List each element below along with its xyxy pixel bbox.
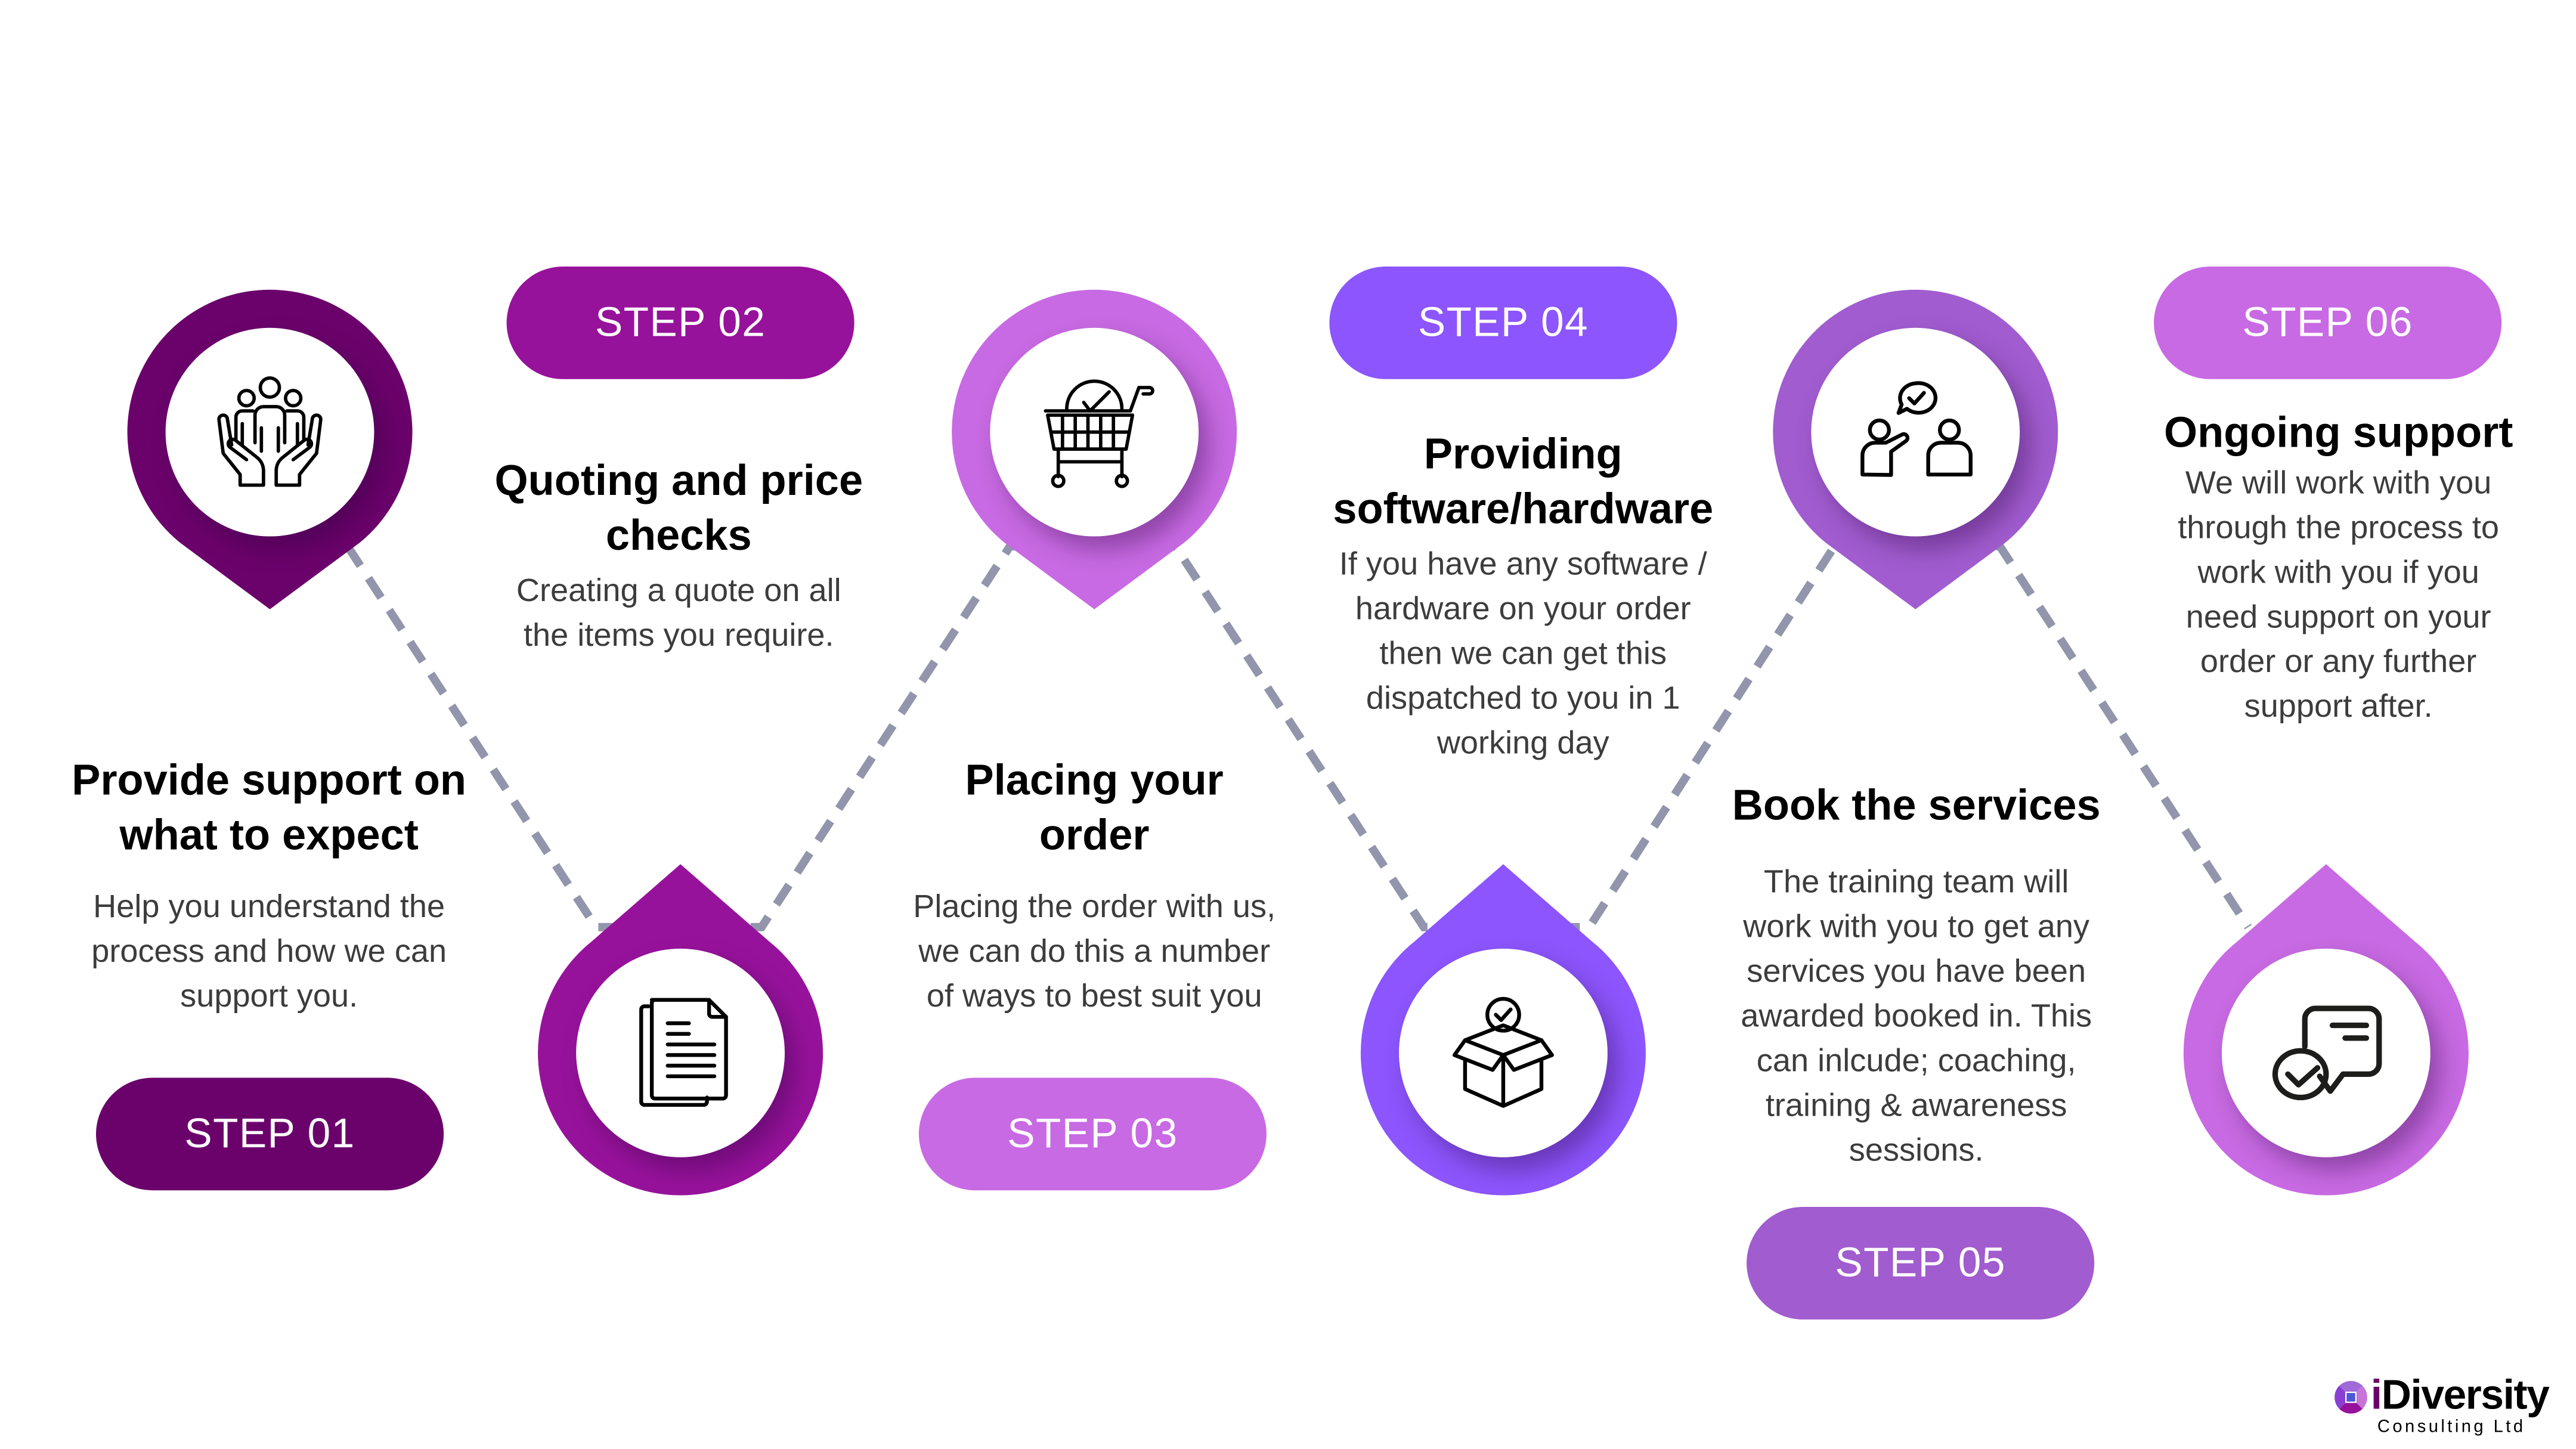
step-2-description: Creating a quote on all the items you re… <box>516 572 841 654</box>
logo-mark-icon <box>2334 1380 2367 1414</box>
step-6-description: We will work with you through the proces… <box>2178 465 2500 726</box>
step-6-title: Ongoing support <box>2163 407 2513 457</box>
step-5-pill: STEP 05 <box>1747 1206 2095 1320</box>
logo-wordmark: iDiversity <box>2370 1372 2550 1419</box>
step-2-title: Quoting and price checks <box>494 455 863 560</box>
step-4-text: Providing software/hardware If you have … <box>1292 427 1755 766</box>
step-5-pin <box>1773 289 2058 621</box>
box-check-icon <box>1452 996 1554 1108</box>
step-1-pin <box>127 289 413 621</box>
step-3-pill: STEP 03 <box>918 1078 1267 1191</box>
step-1-text: Provide support on what to expect Help y… <box>49 753 488 1020</box>
step-5-title: Book the services <box>1732 779 2101 829</box>
step-2-text: Quoting and price checks Creating a quot… <box>463 454 894 659</box>
step-2-pin <box>538 864 823 1196</box>
step-4-pill: STEP 04 <box>1329 267 1677 379</box>
icon-circle <box>1811 327 2020 537</box>
step-5-description: The training team will work with you to … <box>1741 864 2092 1169</box>
step-3-text: Placing your order Placing the order wit… <box>877 753 1311 1020</box>
step-1-description: Help you understand the process and how … <box>91 888 447 1015</box>
step-3-pin <box>952 289 1237 621</box>
logo-subtitle: Consulting Ltd <box>2377 1417 2526 1437</box>
icon-circle <box>1399 948 1608 1157</box>
step-4-pin <box>1360 864 1646 1196</box>
icon-circle <box>576 948 785 1157</box>
chat-bubble-check-icon <box>2272 1005 2382 1101</box>
icon-circle <box>990 327 1199 537</box>
step-3-description: Placing the order with us, we can do thi… <box>913 888 1276 1015</box>
brand-logo: iDiversity Consulting Ltd <box>2334 1371 2569 1444</box>
step-1-title: Provide support on what to expect <box>72 755 467 859</box>
step-4-description: If you have any software / hardware on y… <box>1339 546 1707 762</box>
step-2-pill: STEP 02 <box>506 267 854 379</box>
step-1-pill: STEP 01 <box>96 1078 444 1191</box>
hands-holding-people-icon <box>217 376 323 487</box>
step-6-text: Ongoing support We will work with you th… <box>2128 405 2550 730</box>
shopping-cart-check-icon <box>1044 379 1154 488</box>
step-6-pin <box>2183 864 2469 1196</box>
step-5-text: Book the services The training team will… <box>1705 778 2128 1174</box>
documents-icon <box>639 998 728 1107</box>
step-3-title: Placing your order <box>965 755 1224 859</box>
step-4-title: Providing software/hardware <box>1333 429 1714 534</box>
icon-circle <box>165 327 374 537</box>
step-6-pill: STEP 06 <box>2154 267 2502 379</box>
icon-circle <box>2221 948 2431 1157</box>
people-conversation-check-icon <box>1860 381 1973 477</box>
